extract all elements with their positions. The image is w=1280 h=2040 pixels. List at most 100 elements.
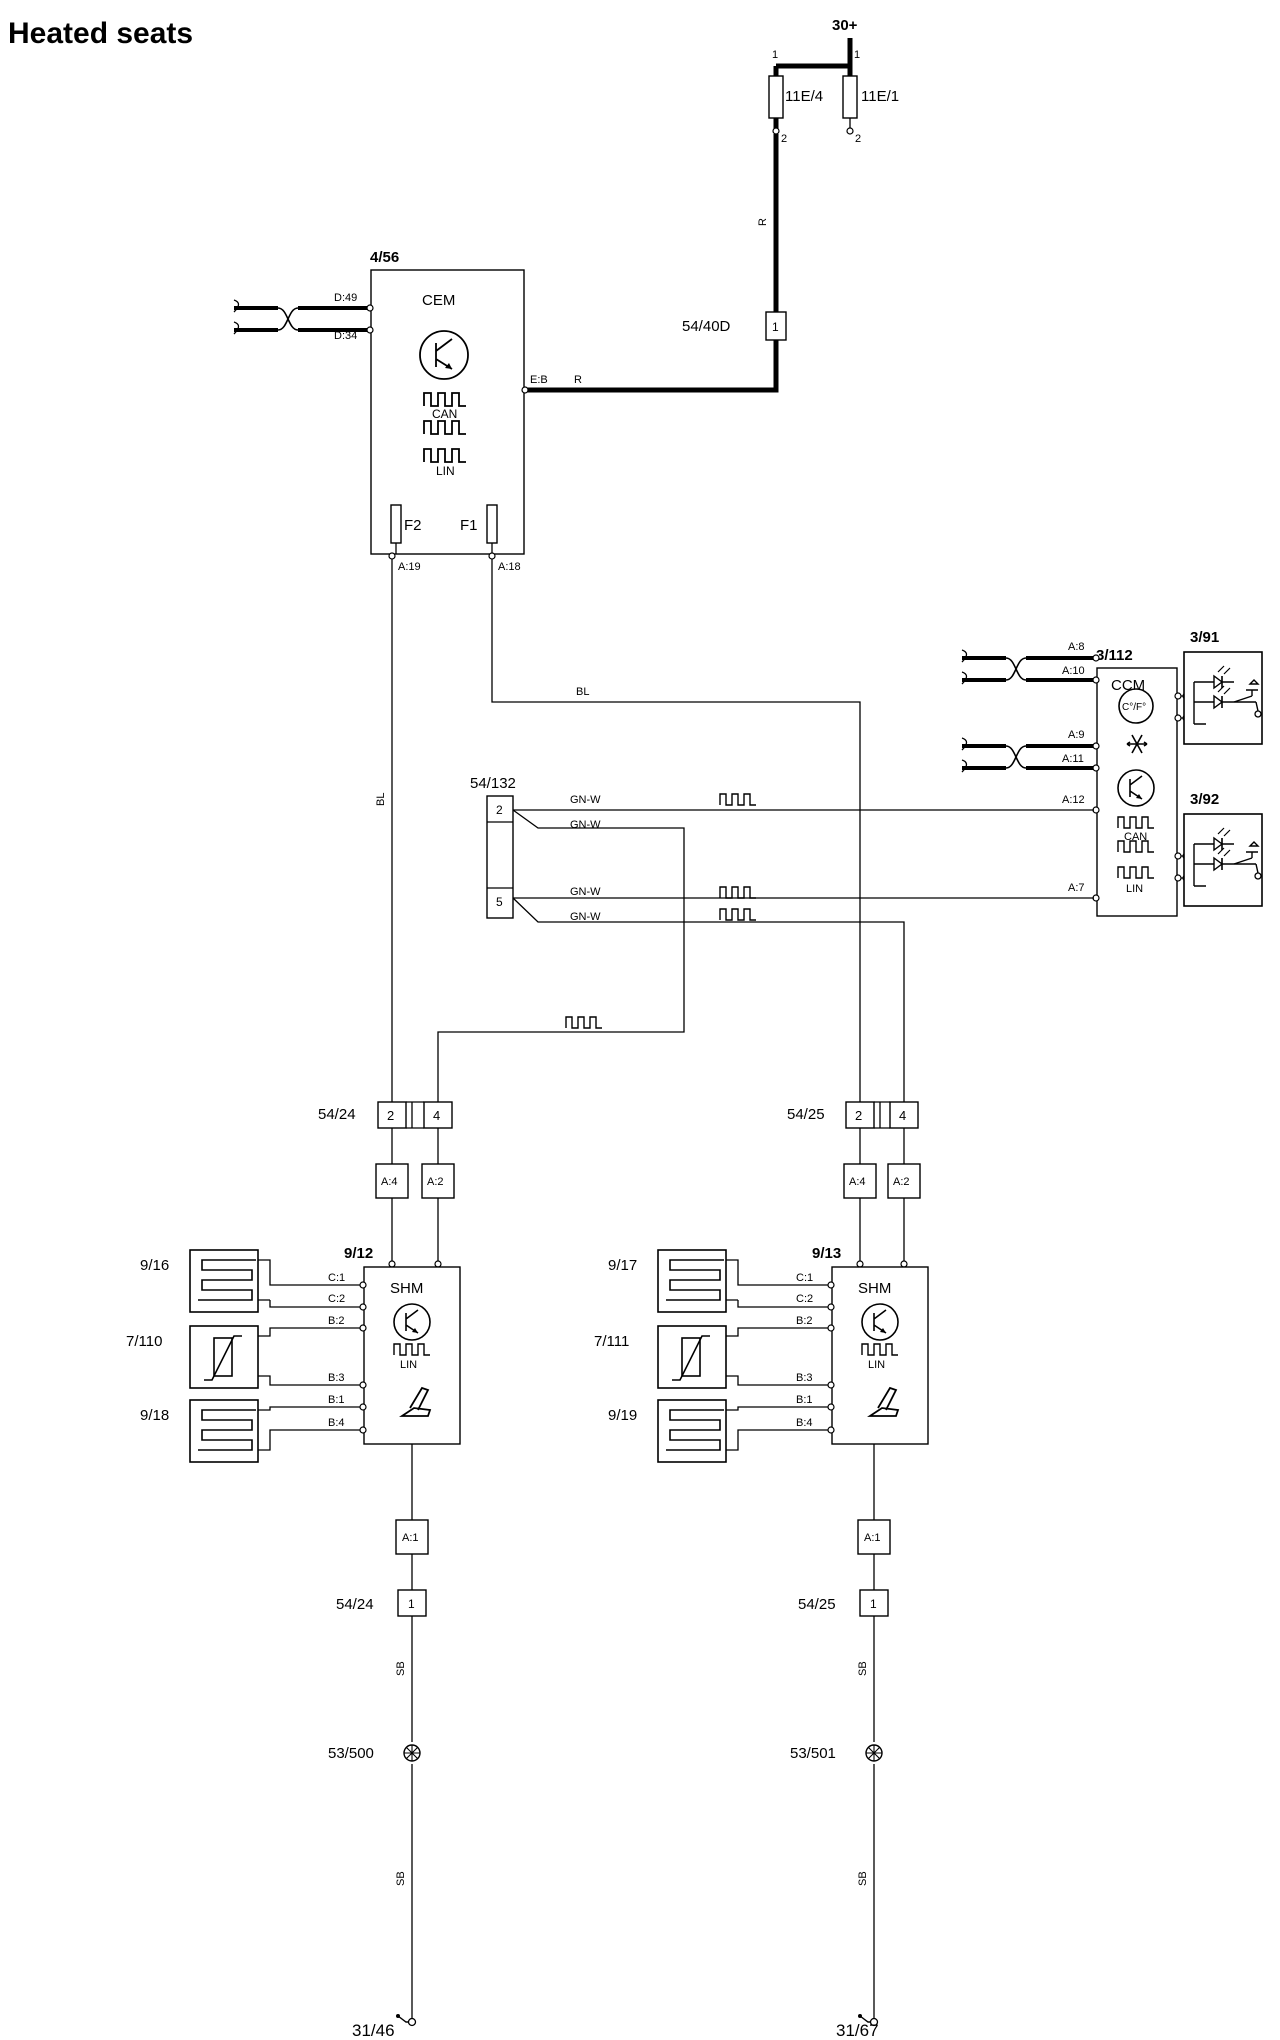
left-ground-label: 31/46 [352, 2021, 395, 2040]
right-pin-a2-label: A:2 [893, 1176, 910, 1188]
right-connector-frame [874, 1101, 890, 1129]
right-connector-pin2-label: 2 [855, 1108, 862, 1123]
right-shm-name: SHM [858, 1280, 891, 1297]
right-heater-back-label: 9/17 [608, 1257, 637, 1274]
cem-lin-signal-icon [423, 448, 467, 463]
left-seat-sensor [189, 1325, 259, 1389]
switch-391 [1183, 651, 1263, 745]
left-pin-c2: C:2 [328, 1293, 345, 1305]
wire-gnw-label-4: GN-W [570, 911, 601, 923]
ccm-pin-a12: A:12 [1062, 794, 1085, 806]
ccm-pin-a11: A:11 [1062, 753, 1084, 765]
right-pin-b4: B:4 [796, 1417, 813, 1429]
ccm-pin-sw1a-dot [1174, 692, 1182, 700]
ccm-pin-a8-dot [1092, 654, 1100, 662]
switch-392 [1183, 813, 1263, 907]
right-ground-connector-label: 54/25 [798, 1596, 836, 1613]
right-shm-ref: 9/13 [812, 1245, 841, 1262]
cem-pin-d34-dot [366, 326, 374, 334]
left-heater-back [189, 1249, 259, 1313]
right-heater-wires [726, 1259, 828, 1451]
right-pin-c1: C:1 [796, 1272, 813, 1284]
cem-pin-a19: A:19 [398, 561, 421, 573]
ccm-pin-a7: A:7 [1068, 882, 1085, 894]
right-shm-lin-label: LIN [868, 1359, 885, 1371]
left-connector-wires [391, 1128, 439, 1262]
ccm-pin-a10-dot [1092, 676, 1100, 684]
fuse-11e1-pin1: 1 [854, 49, 860, 61]
cem-transistor-icon [419, 330, 469, 380]
left-pin-a2-label: A:2 [427, 1176, 444, 1188]
right-connector-pin4 [889, 1101, 919, 1129]
ccm-transistor-icon [1117, 769, 1155, 807]
left-shm-lin-signal-icon [393, 1343, 431, 1356]
cem-ref: 4/56 [370, 249, 399, 266]
right-seat-sensor-label: 7/111 [594, 1333, 629, 1350]
ccm-pin-sw2a-dot [1174, 852, 1182, 860]
fuse-11e4-pin-dot [772, 127, 780, 135]
left-pin-a2 [421, 1163, 455, 1199]
left-shm-transistor-icon [393, 1303, 431, 1341]
left-ground-connector-pin: 1 [408, 1597, 415, 1611]
left-seat-sensor-label: 7/110 [126, 1333, 162, 1350]
right-shm-lin-signal-icon [861, 1343, 899, 1356]
fuse-11e1-label: 11E/1 [861, 88, 899, 105]
wire-gnw-label-1: GN-W [570, 794, 601, 806]
ccm-pin-sw1b-dot [1174, 714, 1182, 722]
fuse-11e4-pin1: 1 [772, 49, 778, 61]
left-wire-sb-label-1: SB [395, 1661, 407, 1676]
cem-name: CEM [422, 292, 455, 309]
cem-pin-a18-dot [488, 552, 496, 560]
switch-391-ref: 3/91 [1190, 629, 1219, 646]
connector-54-132-divider [487, 821, 513, 889]
left-shm-ref: 9/12 [344, 1245, 373, 1262]
left-ground-connector-label: 54/24 [336, 1596, 374, 1613]
right-seat-sensor [657, 1325, 727, 1389]
right-connector-label: 54/25 [787, 1106, 825, 1123]
left-pin-a1 [395, 1519, 429, 1555]
left-shm-pin-top2 [434, 1260, 442, 1268]
ccm-twisted-pair-icon-1 [1005, 657, 1027, 681]
cem-pin-eb: E:B [530, 374, 548, 386]
ccm-pin-a10: A:10 [1062, 665, 1085, 677]
right-heater-cushion-label: 9/19 [608, 1407, 637, 1424]
left-heater-cushion [189, 1399, 259, 1463]
cem-can-signal-icon [423, 392, 467, 407]
wire-lin-signal-icon-2 [719, 886, 757, 899]
ccm-snowflake-icon [1126, 734, 1148, 754]
right-pin-a2 [887, 1163, 921, 1199]
wire-lin-signal-icon-3 [719, 908, 757, 921]
fuse-11e4-label: 11E/4 [785, 88, 823, 105]
right-shm-pin-top2 [900, 1260, 908, 1268]
left-heater-cushion-label: 9/18 [140, 1407, 169, 1424]
right-splice-label: 53/501 [790, 1745, 836, 1762]
wire-bl-right-label: BL [576, 686, 589, 698]
cem-can-label: CAN [432, 407, 457, 421]
left-connector-frame [406, 1101, 424, 1129]
cem-fuse-f2 [390, 504, 402, 544]
right-ground-connector [859, 1589, 889, 1617]
right-pin-a4 [843, 1163, 877, 1199]
left-splice-icon [403, 1744, 421, 1762]
right-pin-c2: C:2 [796, 1293, 813, 1305]
right-ground-label: 31/67 [836, 2021, 879, 2040]
left-shm-pin-top1 [388, 1260, 396, 1268]
wire-r-label-vertical: R [757, 218, 769, 226]
ccm-network-wires [962, 656, 1094, 770]
ccm-lin-label: LIN [1126, 883, 1143, 895]
left-heater-back-label: 9/16 [140, 1257, 169, 1274]
left-shm-name: SHM [390, 1280, 423, 1297]
right-heater-cushion [657, 1399, 727, 1463]
left-connector-pin2-label: 2 [387, 1108, 394, 1123]
cem-pin-d49-dot [366, 304, 374, 312]
right-heater-back [657, 1249, 727, 1313]
left-splice-label: 53/500 [328, 1745, 374, 1762]
right-shm-pin-top1 [856, 1260, 864, 1268]
ccm-temp-unit: C°/F° [1122, 702, 1146, 713]
left-connector-pin2 [377, 1101, 407, 1129]
ccm-pin-a8: A:8 [1068, 641, 1085, 653]
left-connector-pin4-label: 4 [433, 1108, 440, 1123]
left-pin-b4: B:4 [328, 1417, 345, 1429]
cem-pin-d34: D:34 [334, 330, 357, 342]
cem-pin-d49: D:49 [334, 292, 357, 304]
